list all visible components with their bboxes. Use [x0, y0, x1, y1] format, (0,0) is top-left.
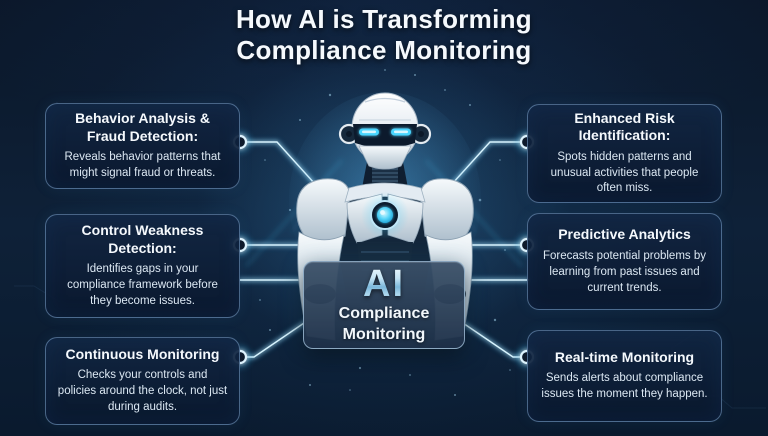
robot-visor [353, 124, 417, 148]
robot-shoulder-right [419, 178, 474, 242]
panel-heading: Predictive Analytics [558, 226, 691, 243]
badge-label-line2: Monitoring [342, 326, 426, 343]
page-title: How AI is Transforming Compliance Monito… [0, 4, 768, 65]
robot-shoulder-left [296, 178, 351, 242]
panel-realtime-monitoring: Real-time Monitoring Sends alerts about … [527, 330, 722, 422]
panel-control-weakness: Control Weakness Detection: Identifies g… [45, 214, 240, 318]
panel-body: Reveals behavior patterns that might sig… [64, 151, 221, 179]
center-ai-badge: AI Compliance Monitoring [303, 261, 465, 349]
panel-body: Spots hidden patterns and unusual activi… [550, 150, 699, 195]
robot-eyes [359, 128, 411, 136]
panel-heading: Behavior Analysis & Fraud Detection: [75, 110, 210, 144]
robot-chest-core [361, 191, 409, 239]
ai-badge-text: AI [363, 263, 405, 306]
robot-chin-mask [358, 145, 412, 170]
panel-predictive-analytics: Predictive Analytics Forecasts potential… [527, 213, 722, 310]
panel-body: Sends alerts about compliance issues the… [541, 372, 708, 401]
robot-head [338, 92, 432, 170]
panel-heading: Continuous Monitoring [65, 345, 220, 362]
badge-label-line1: Compliance [338, 305, 430, 323]
panel-enhanced-risk: Enhanced Risk Identification: Spots hidd… [527, 104, 722, 203]
panel-heading: Enhanced Risk Identification: [574, 109, 675, 144]
panel-body: Checks your controls and policies around… [57, 369, 228, 414]
panel-heading: Real-time Monitoring [554, 348, 695, 365]
robot-neck [362, 162, 408, 188]
panel-body: Forecasts potential problems by learning… [543, 249, 706, 294]
page-title-line1: How AI is Transforming [235, 4, 532, 34]
panel-body: Identifies gaps in your compliance frame… [67, 263, 218, 307]
panel-behavior-analysis: Behavior Analysis & Fraud Detection: Rev… [45, 103, 240, 189]
page-title-line2: Compliance Monitoring [236, 34, 532, 65]
panel-heading: Control Weakness Detection: [81, 222, 204, 256]
panel-continuous-monitoring: Continuous Monitoring Checks your contro… [45, 337, 240, 425]
